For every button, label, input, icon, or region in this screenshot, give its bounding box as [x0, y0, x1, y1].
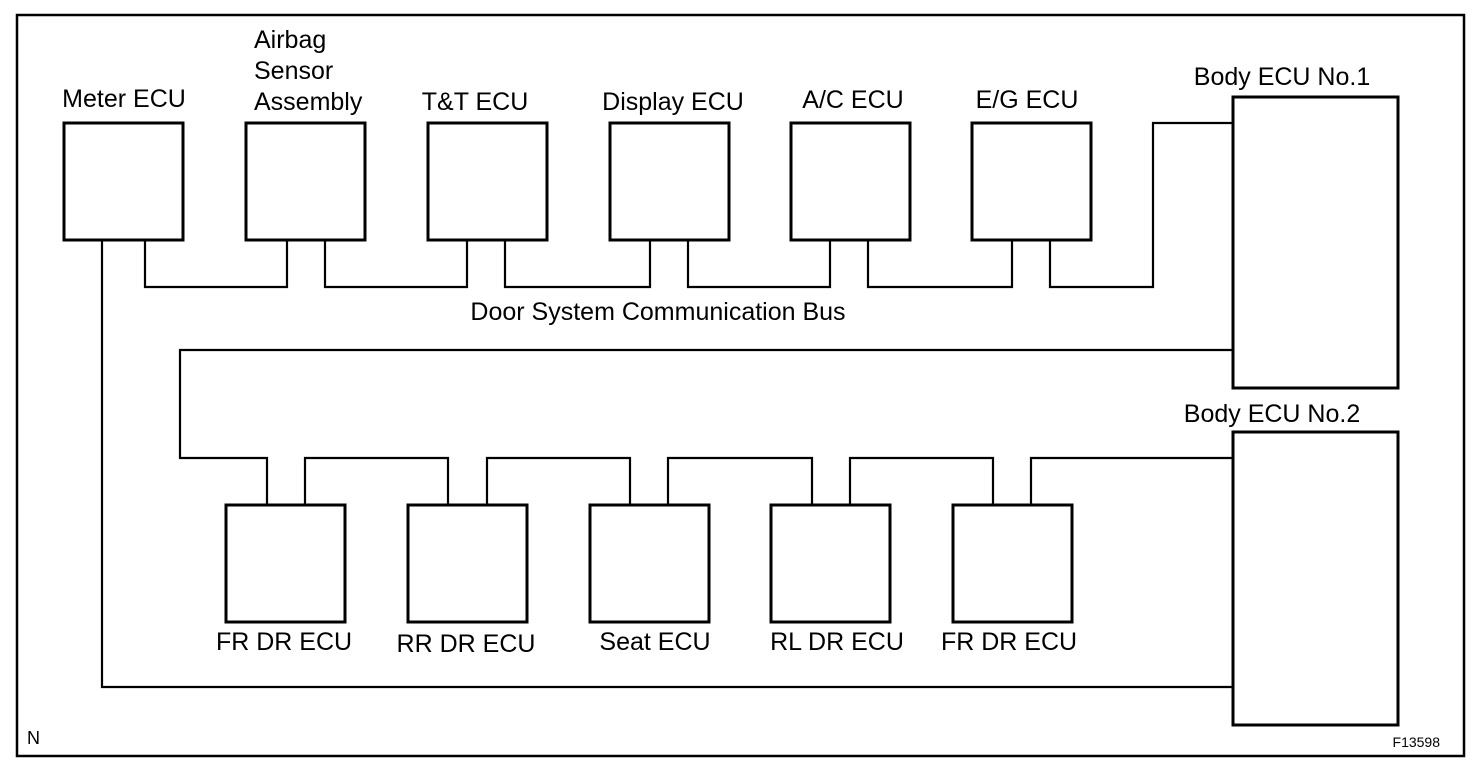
seat-ecu-label: Seat ECU: [599, 628, 710, 656]
eg-ecu-label: E/G ECU: [976, 86, 1079, 114]
outer-frame: [15, 13, 1466, 758]
tt-ecu-label: T&T ECU: [422, 88, 529, 116]
eg-ecu-box: [970, 121, 1093, 242]
fr-dr-ecu-1-label: FR DR ECU: [216, 628, 352, 656]
rl-dr-ecu-box: [769, 503, 892, 624]
body-ecu-no2-box: [1231, 430, 1400, 727]
ac-ecu-box: [789, 121, 912, 242]
airbag-label-line1: Airbag: [254, 26, 326, 54]
body-ecu-no1-label: Body ECU No.1: [1194, 63, 1370, 91]
tt-ecu-box: [426, 121, 549, 242]
figure-code: F13598: [1393, 734, 1441, 750]
airbag-label-line3: Assembly: [254, 88, 363, 116]
airbag-label-line2: Sensor: [254, 57, 333, 85]
fr-dr-ecu-2-box: [951, 503, 1074, 624]
rr-dr-ecu-box: [406, 503, 529, 624]
top-bus-wire: [143, 121, 1233, 289]
rr-dr-ecu-label: RR DR ECU: [397, 630, 536, 658]
body-ecu-no2-label: Body ECU No.2: [1184, 400, 1360, 428]
body-ecu-no1-box: [1231, 95, 1400, 390]
bus-label: Door System Communication Bus: [470, 298, 845, 326]
ac-ecu-label: A/C ECU: [802, 86, 903, 114]
meter-ecu-label: Meter ECU: [62, 85, 186, 113]
display-ecu-label: Display ECU: [602, 88, 744, 116]
display-ecu-box: [608, 121, 731, 242]
lower-bus-wire: [178, 348, 1233, 505]
rl-dr-ecu-label: RL DR ECU: [770, 628, 904, 656]
airbag-sensor-assembly-box: [244, 121, 367, 242]
fr-dr-ecu-2-label: FR DR ECU: [941, 628, 1077, 656]
meter-to-body2-wire: [100, 240, 1233, 689]
meter-ecu-box: [62, 121, 185, 242]
wiring: [100, 121, 1233, 689]
seat-ecu-box: [588, 503, 711, 624]
corner-label: N: [27, 728, 40, 748]
fr-dr-ecu-1-box: [224, 503, 347, 624]
bottom-ecu-row: [224, 503, 1074, 624]
top-ecu-row: [62, 121, 1093, 242]
